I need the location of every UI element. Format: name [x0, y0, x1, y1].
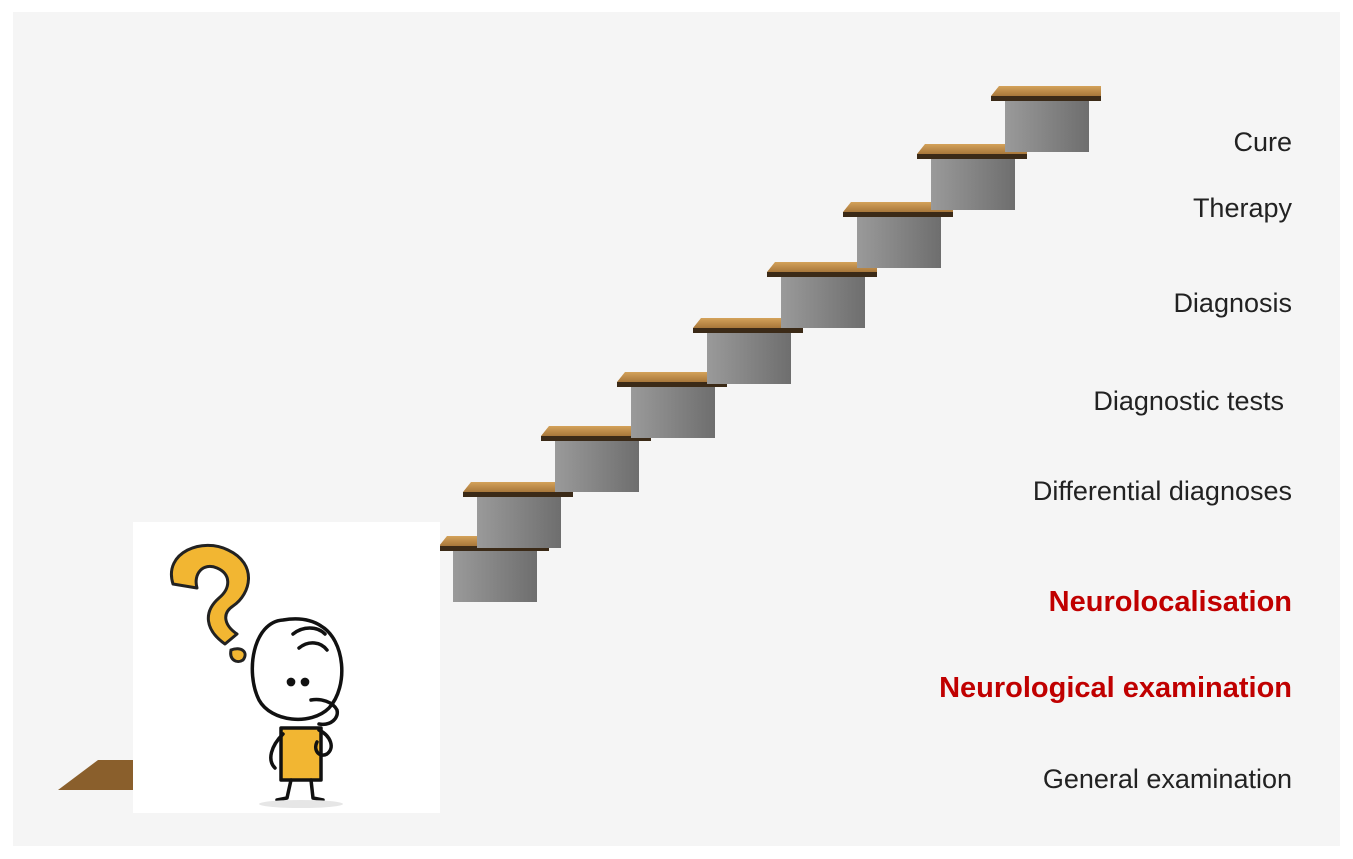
staircase-illustration [58, 86, 1101, 790]
thinking-stick-figure-icon [250, 617, 344, 802]
stair-edge [991, 96, 1101, 101]
step-label-general-examination: General examination [1042, 764, 1292, 794]
stair-tread [767, 262, 877, 272]
step-label-differential-diagnoses: Differential diagnoses [1032, 476, 1292, 506]
slide: Cure Therapy Diagnosis Diagnostic tests … [13, 12, 1340, 846]
step-label-diagnostic-tests: Diagnostic tests [1093, 386, 1284, 416]
stair-edge [767, 272, 877, 277]
stair-edge [463, 492, 573, 497]
stair-tread [693, 318, 803, 328]
step-label-cure: Cure [1233, 127, 1292, 157]
stair-tread [843, 202, 953, 212]
floor-plank [58, 760, 143, 790]
stair-tread [463, 482, 573, 492]
stair-tread [991, 86, 1101, 96]
stair-edge [693, 328, 803, 333]
stair-tread [541, 426, 651, 436]
stair-edge [439, 546, 549, 551]
step-label-neurolocalisation: Neurolocalisation [1048, 586, 1292, 618]
stair-edge [843, 212, 953, 217]
step-label-diagnosis: Diagnosis [1173, 288, 1292, 318]
question-mark-icon [169, 543, 250, 664]
stair-riser [555, 440, 639, 492]
stair-riser [477, 496, 561, 548]
stair-riser [707, 332, 791, 384]
stair-riser [453, 550, 537, 602]
stair-riser [631, 386, 715, 438]
step-label-therapy: Therapy [1192, 193, 1292, 223]
stair-riser [931, 158, 1015, 210]
stair-edge [541, 436, 651, 441]
thinking-figure-card [133, 522, 440, 813]
stair-tread [617, 372, 727, 382]
stair-riser [857, 216, 941, 268]
stair-riser [781, 276, 865, 328]
stair-edge [917, 154, 1027, 159]
stair-tread [917, 144, 1027, 154]
step-label-neurological-examination: Neurological examination [939, 672, 1292, 704]
stair-riser [1005, 100, 1089, 152]
stair-edge [617, 382, 727, 387]
